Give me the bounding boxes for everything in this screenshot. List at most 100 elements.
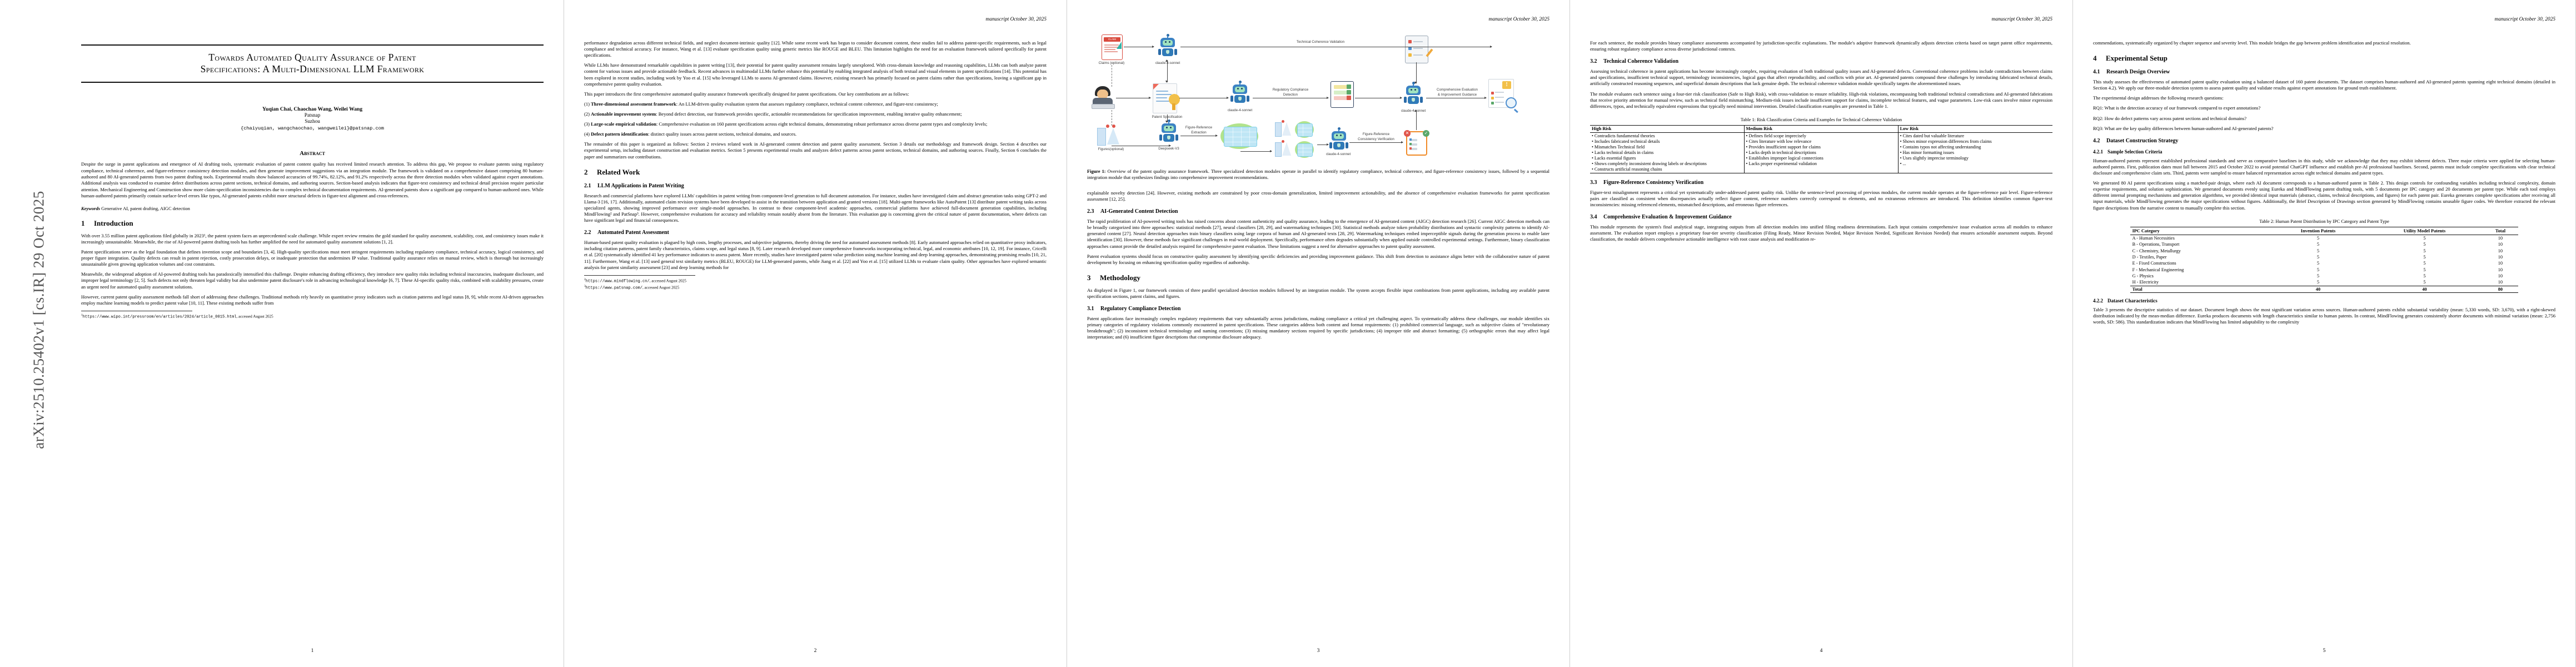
table-2-cell: F - Mechanical Engineering: [2132, 267, 2184, 272]
list-item: • Uses slightly imprecise terminology: [1900, 155, 1969, 161]
section-1-title: Introduction: [94, 218, 133, 227]
edge-label-consistency-1: Figure-Reference: [1362, 132, 1390, 136]
list-item: • Defines field scope imprecisely: [1746, 133, 1806, 138]
footnote-3: 3https://www.patsnap.com/, accessed Augu…: [584, 285, 1047, 291]
subsection-4-2-1-body: Human-authored patents represent establi…: [2093, 158, 2555, 211]
subsection-4-1-number: 4.1: [2093, 69, 2100, 76]
running-head: manuscript October 30, 2025: [1488, 17, 1550, 22]
extracted-table-icon: [1224, 127, 1257, 147]
footnote-tail: , accessed August 2025: [236, 314, 273, 319]
table-2-total-cell: 40: [2269, 285, 2367, 293]
table-1-header-cell: High Risk: [1590, 125, 1745, 133]
table-2-header-cell: IPC Category: [2130, 226, 2270, 235]
figure-1-caption-label: Figure 1:: [1087, 169, 1106, 174]
paragraph: We generated 80 AI patent specifications…: [2093, 180, 2555, 211]
list-item: • Mismatches Technical field: [1592, 144, 1645, 150]
table-row: C - Chemistry, Metallurgy 5 5 10: [2130, 247, 2519, 253]
list-item: • Constructs artificial reasoning chains: [1592, 166, 1662, 172]
section-4-number: 4: [2093, 54, 2097, 63]
footnote-url[interactable]: https://www.wipo.int/pressroom/en/articl…: [82, 315, 237, 320]
list-item: • Establishes improper logical connectio…: [1746, 155, 1823, 161]
page-5: manuscript October 30, 2025 commendation…: [2073, 0, 2576, 667]
table-1-header-row: High Risk Medium Risk Low Risk: [1590, 125, 2052, 133]
subsection-3-1-number: 3.1: [1087, 306, 1094, 312]
paragraph: Meanwhile, the widespread adoption of AI…: [81, 271, 544, 290]
page-number: 2: [814, 648, 817, 654]
table-1-header-cell: Medium Risk: [1743, 125, 1899, 133]
table-2: IPC Category Invention Patents Utility M…: [2130, 226, 2519, 293]
robot-label-deepseek: Deepseek-V3: [1158, 147, 1179, 151]
list-item: • Lacks depth in technical descriptions: [1746, 150, 1816, 155]
paragraph: However, current patent quality assessme…: [81, 293, 544, 306]
subsection-4-2-title: Dataset Construction Strategy: [2106, 137, 2179, 144]
paragraph: Assessing technical coherence in patent …: [1590, 68, 2052, 87]
page-3: manuscript October 30, 2025 CLAIM Claims…: [1067, 0, 1570, 667]
affiliation-city: Suzhou: [305, 118, 320, 125]
table-2-cell: 5: [2316, 273, 2320, 279]
table-pair-icon-top: [1297, 123, 1313, 137]
research-question: RQ2: How do defect patterns vary across …: [2093, 115, 2247, 121]
paragraph: Research and commercial platforms have e…: [584, 192, 1047, 223]
table-2-cell: 5: [2316, 254, 2320, 260]
edge-label-technical: Technical Coherence Validation: [1296, 40, 1345, 44]
contribution-text: : Beyond defect detection, our framework…: [656, 111, 962, 117]
paragraph: This paper introduces the first comprehe…: [584, 91, 909, 97]
subsection-4-2-2-title: Dataset Characteristics: [2107, 298, 2158, 304]
table-2-total-cell: 80: [2482, 285, 2519, 293]
author-emails: {chaiyuqian, wangchaochao, wangweilei}@p…: [241, 126, 384, 132]
affiliation-org: Patsnap: [304, 112, 321, 118]
running-head: manuscript October 30, 2025: [985, 17, 1047, 22]
table-2-header-cell: Invention Patents: [2269, 226, 2367, 235]
list-item: • Has minor formatting issues: [1900, 150, 1955, 155]
paragraph: This study assesses the effectiveness of…: [2093, 79, 2555, 91]
footnote-url[interactable]: https://www.mindflowing.cn/: [585, 279, 650, 284]
paragraph: Patent specifications serve as the legal…: [81, 248, 544, 267]
table-1-header-cell: Low Risk: [1897, 125, 2052, 133]
paragraph: The rapid proliferation of AI-powered wr…: [1087, 218, 1549, 249]
table-row: B - Operations, Transport 5 5 10: [2130, 241, 2519, 247]
paragraph: Patent evaluation systems should focus o…: [1087, 253, 1549, 265]
subsection-4-2-2-number: 4.2.2: [2093, 298, 2103, 304]
claim-badge-label: CLAIM: [1108, 38, 1117, 41]
edge-label-consistency-2: Consistency Verification: [1358, 137, 1394, 141]
table-1-caption: Table 1: Risk Classification Criteria an…: [1740, 117, 1902, 122]
title-rule-bottom: [81, 81, 544, 83]
list-item: • Contradicts fundamental theories: [1592, 133, 1655, 138]
edge-label-regulatory-2: Detection: [1283, 93, 1298, 97]
running-head: manuscript October 30, 2025: [1991, 17, 2053, 22]
paragraph: For each sentence, the module provides b…: [1590, 40, 2052, 52]
footnote-1: 1https://www.wipo.int/pressroom/en/artic…: [81, 313, 544, 320]
table-row: H - Electricity 5 5 10: [2130, 279, 2519, 286]
page-number: 5: [2323, 648, 2326, 654]
table-2-cell: D - Textiles, Paper: [2132, 254, 2167, 260]
paragraph: commendations, systematically organized …: [2093, 40, 2411, 46]
robot-icon-claude-figref: [1329, 127, 1348, 152]
subsection-2-3-body: The rapid proliferation of AI-powered wr…: [1087, 218, 1549, 266]
paragraph: Human-authored patents represent establi…: [2093, 157, 2555, 176]
contribution-item: (1) Three-dimensional assessment framewo…: [584, 101, 1047, 107]
footnote-url[interactable]: https://www.patsnap.com/: [585, 286, 642, 291]
claims-document-icon: CLAIM: [1102, 34, 1123, 60]
contribution-item: (4) Defect pattern identification: disti…: [584, 131, 1047, 137]
footnote-2: 2https://www.mindflowing.cn/, accessed A…: [584, 278, 1047, 285]
subsection-2-1-body: Research and commercial platforms have e…: [584, 193, 1047, 224]
contribution-text: : Comprehensive evaluation on 160 patent…: [656, 121, 988, 127]
subsection-2-1-number: 2.1: [584, 182, 591, 189]
table-2-cell: 5: [2423, 242, 2426, 247]
title-line-1: Towards Automated Quality Assurance of P…: [208, 52, 416, 63]
edge-label-figref-2: Extraction: [1191, 131, 1207, 135]
research-question: RQ3: What are the key quality difference…: [2093, 125, 2274, 131]
subsection-4-2-2-body: Table 3 presents the descriptive statist…: [2093, 307, 2555, 325]
page-1: Towards Automated Quality Assurance of P…: [61, 0, 564, 667]
table-row: E - Fixed Constructions 5 5 10: [2130, 260, 2519, 266]
keywords-label: Keywords: [81, 205, 100, 211]
subsection-2-1-title: LLM Applications in Patent Writing: [597, 182, 684, 189]
table-1: High Risk Medium Risk Low Risk • Contrad…: [1590, 125, 2052, 173]
figref-verdict-icon: ✕ ✓: [1404, 130, 1429, 156]
contribution-number: (4): [584, 131, 590, 137]
